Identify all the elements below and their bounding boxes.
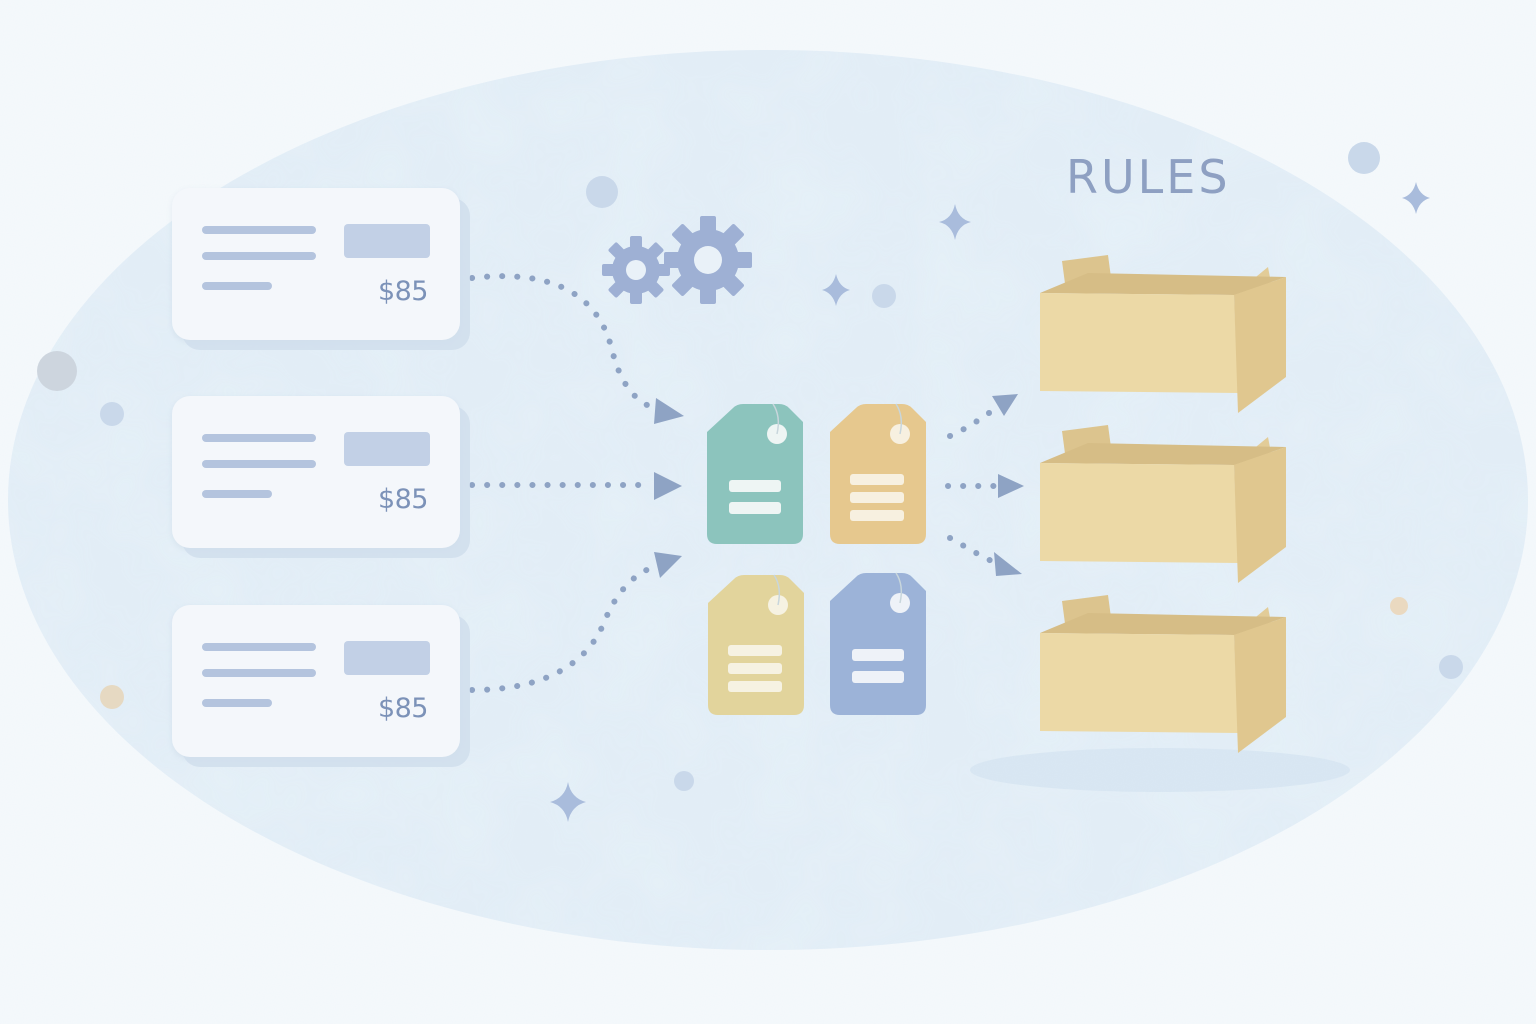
box-inside [1040, 443, 1286, 465]
arrowhead [994, 552, 1022, 576]
item-price: $85 [377, 484, 429, 515]
dotted-arrow-icon [947, 535, 997, 565]
arrowhead [654, 472, 682, 500]
item-price: $85 [377, 276, 429, 307]
box-icon [1040, 255, 1286, 413]
dotted-arrow-icon [947, 405, 999, 439]
sparkle-icon [822, 274, 850, 306]
text-line [202, 282, 272, 290]
decorative-dots [37, 142, 1463, 791]
arrowhead [654, 398, 684, 424]
box-group [1040, 255, 1286, 753]
price-tag-icon [830, 403, 926, 544]
box-icon [1040, 425, 1286, 583]
tag-body [830, 573, 926, 715]
text-line [202, 434, 316, 442]
dot [100, 402, 124, 426]
gear-icon [664, 216, 752, 304]
dotted-arrow-icon [469, 273, 663, 413]
tag-group [707, 403, 926, 715]
image-placeholder [344, 224, 430, 258]
box-side [1234, 617, 1286, 753]
price-tag-icon [830, 572, 926, 715]
arrowhead [654, 552, 682, 578]
item-card: $85 [172, 605, 460, 757]
box-front [1040, 633, 1238, 733]
dot [1348, 142, 1380, 174]
rules-heading: RULES [1066, 150, 1231, 204]
dotted-arrow-icon [469, 562, 663, 693]
price-tag-icon [708, 574, 804, 715]
text-line [202, 699, 272, 707]
sparkle-icon [550, 782, 586, 822]
sparkle-icon [1402, 182, 1430, 214]
sparkles [550, 182, 1430, 822]
dot [1439, 655, 1463, 679]
gears [602, 216, 752, 304]
box-front [1040, 463, 1238, 563]
dot [872, 284, 896, 308]
dot [37, 351, 77, 391]
item-card: $85 [172, 188, 460, 340]
price-tag-icon [707, 403, 803, 544]
gear-icon [602, 236, 670, 304]
item-price: $85 [377, 693, 429, 724]
dot [674, 771, 694, 791]
text-line [202, 252, 316, 260]
text-line [202, 226, 316, 234]
dot [1390, 597, 1408, 615]
output-arrowheads [992, 394, 1024, 576]
arrowhead [998, 474, 1024, 498]
text-line [202, 490, 272, 498]
box-side [1234, 447, 1286, 583]
text-line [202, 643, 316, 651]
output-arrows [945, 405, 1003, 565]
dot [100, 685, 124, 709]
box-icon [1040, 595, 1286, 753]
text-line [202, 669, 316, 677]
sparkle-icon [939, 204, 971, 240]
arrowhead [992, 394, 1018, 416]
input-arrowheads [654, 398, 684, 578]
item-card: $85 [172, 396, 460, 548]
text-line [202, 460, 316, 468]
input-arrows [469, 273, 663, 693]
dot [586, 176, 618, 208]
tag-body [707, 404, 803, 544]
box-side [1234, 277, 1286, 413]
box-front [1040, 293, 1238, 393]
box-inside [1040, 273, 1286, 295]
box-inside [1040, 613, 1286, 635]
image-placeholder [344, 432, 430, 466]
image-placeholder [344, 641, 430, 675]
